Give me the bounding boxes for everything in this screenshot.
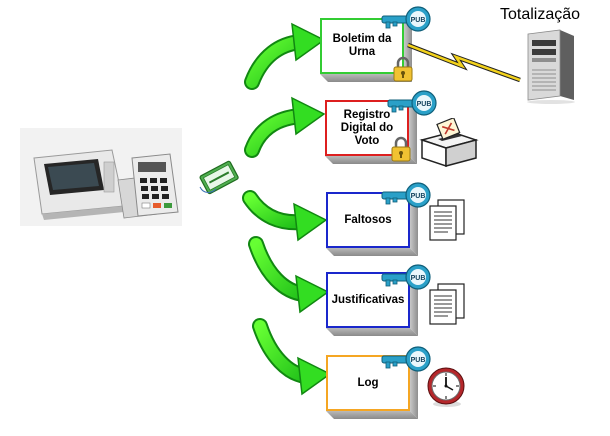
key-label: PUB <box>411 357 426 364</box>
arrow-to-log <box>252 318 332 396</box>
key-label: PUB <box>411 193 426 200</box>
arrow-to-justificativas <box>248 236 330 314</box>
padlock-icon <box>391 136 411 162</box>
arrow-to-faltosos <box>242 190 328 242</box>
padlock-icon <box>393 56 413 82</box>
box-log-label: Log <box>357 376 379 389</box>
key-icon: PUB <box>380 180 432 210</box>
arrow-to-registro <box>244 96 326 158</box>
key-label: PUB <box>417 101 432 108</box>
key-icon: PUB <box>380 4 432 34</box>
server-tower-icon <box>522 26 578 104</box>
totalizacao-label: Totalização <box>500 6 581 23</box>
voting-machine-image <box>20 128 182 226</box>
arrow-to-boletim <box>244 22 326 90</box>
box-registro-label: Registro Digital do Voto <box>340 108 394 147</box>
documents-icon <box>426 282 468 328</box>
memory-card-icon <box>196 157 244 197</box>
ballot-box-icon <box>418 116 480 168</box>
wall-clock-icon <box>426 366 466 408</box>
key-icon: PUB <box>380 262 432 292</box>
box-justificativas-face: Justificativas <box>326 272 410 328</box>
box-boletim-label: Boletim da Urna <box>332 33 392 58</box>
box-justificativas: Justificativas <box>326 272 418 336</box>
documents-icon <box>426 198 468 244</box>
key-icon: PUB <box>380 344 432 374</box>
box-faltosos-label: Faltosos <box>344 213 392 226</box>
box-justificativas-label: Justificativas <box>331 293 405 306</box>
key-label: PUB <box>411 17 426 24</box>
key-label: PUB <box>411 275 426 282</box>
key-icon: PUB <box>386 88 438 118</box>
